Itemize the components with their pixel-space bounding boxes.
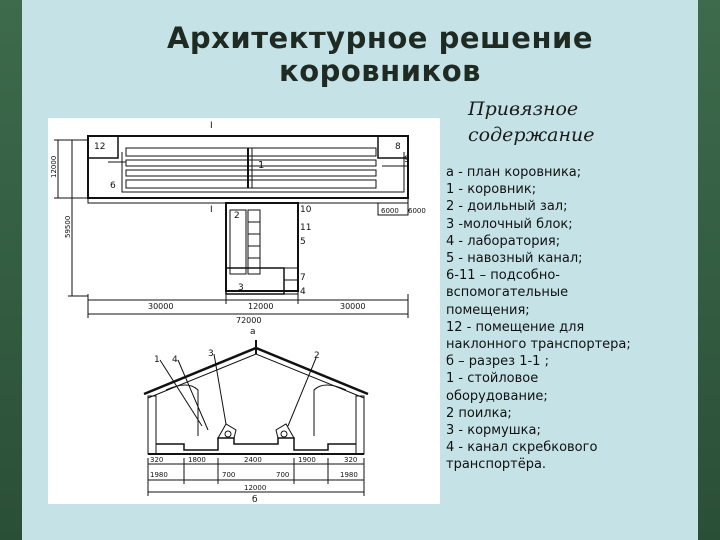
section-dim-1980-right: 1980 [340,471,358,479]
section-dim-320-right: 320 [344,456,357,464]
leader-line-4 [177,359,209,431]
plan-label-5: 5 [300,237,306,247]
plan-label-2: 2 [234,211,240,221]
legend-line: 1 - стойловое [446,371,539,387]
section-drinker-left [224,430,232,438]
section-floor-profile [156,437,356,451]
barn-plan: 12 8 9 1 6 2 10 11 5 7 3 4 I I 12000 595… [50,121,426,337]
leader-line-2 [287,357,317,427]
room-12-box [87,135,119,159]
legend-line: 5 - навозный канал; [446,251,583,267]
legend-line: 4 - канал скребкового [446,440,598,456]
section-dim-1980-left: 1980 [150,471,168,479]
section-label-3: 3 [208,349,214,359]
plan-label-4: 4 [300,287,306,297]
section-label-4: 4 [172,355,178,365]
plan-dim-59500: 59500 [64,216,72,238]
leader-line-1 [159,359,203,427]
plan-label-12: 12 [94,142,105,152]
left-border-strip [0,0,22,540]
section-dim-12000: 12000 [244,484,266,492]
legend-line: 4 - лаборатория; [446,233,561,249]
plan-label-9: 9 [404,155,410,165]
slide-subtitle: Привязное содержание [468,96,594,148]
legend-line: помещения; [446,302,530,318]
section-wall-left [147,395,157,455]
slide-title-line-2: коровников [279,54,481,88]
plan-section-mark-top: I [210,121,213,131]
plan-section-mark-bottom: I [210,205,213,215]
room-4-box [283,279,299,295]
stall-row-4 [125,179,377,189]
section-stall-right [275,423,295,439]
plan-dim-12000-mid: 12000 [248,302,273,311]
barn-section: 1 3 4 2 320 1800 2400 1900 320 1980 700 … [143,340,369,505]
section-stall-left [217,423,237,439]
plan-label-6: 6 [110,181,116,191]
plan-dim-72000: 72000 [236,316,261,325]
plan-label-8: 8 [395,142,401,152]
legend-text: а - план коровника; 1 - коровник; 2 - до… [446,164,696,474]
plan-label-11: 11 [300,223,311,233]
barn-drawing: 12 8 9 1 6 2 10 11 5 7 3 4 I I 12000 595… [48,118,440,505]
legend-line: 1 - коровник; [446,182,537,198]
plan-label-7: 7 [300,273,306,283]
slide-title: Архитектурное решение коровников [140,22,620,88]
legend-line: б – разрез 1-1 ; [446,354,549,370]
legend-line: 2 поилка; [446,405,512,421]
section-dim-320-left: 320 [150,456,163,464]
right-border-strip [698,0,720,540]
legend-line: наклонного транспортера; [446,337,631,353]
plan-dim-30000-right: 30000 [340,302,365,311]
plan-dim-6000-b: 6000 [408,207,426,215]
milking-hall-box [229,209,247,275]
milking-block [225,202,299,292]
plan-dim-6000-a: 6000 [381,207,399,215]
section-wall-right [355,395,365,455]
section-truss-left [165,384,199,436]
plan-label-1: 1 [258,160,264,171]
stall-row-2 [125,159,377,167]
manure-channel-loop [121,152,405,193]
section-dim-700-left: 700 [222,471,235,479]
plan-dim-30000-left: 30000 [148,302,173,311]
plan-label-10: 10 [300,205,312,215]
legend-line: 3 - кормушка; [446,423,541,439]
slide-title-line-1: Архитектурное решение [166,21,593,55]
legend-line: 2 - доильный зал; [446,199,568,215]
legend-line: 12 - помещение для [446,319,585,335]
section-label-1: 1 [154,355,160,365]
section-truss-right [313,384,347,436]
plan-caption: а [250,327,256,337]
section-dim-700-right: 700 [276,471,289,479]
legend-line: оборудование; [446,388,548,404]
stall-row-3 [125,169,377,177]
legend-line: вспомогательные [446,285,569,301]
section-dim-1800: 1800 [188,456,206,464]
section-dim-1900: 1900 [298,456,316,464]
milking-stalls [247,209,261,275]
legend-line: 6-11 – подсобно- [446,268,560,284]
slide-subtitle-line-1: Привязное [468,98,579,120]
legend-line: 3 -молочный блок; [446,216,573,232]
legend-line: транспортёра. [446,457,547,473]
section-dim-2400: 2400 [244,456,262,464]
stall-row-1 [125,147,377,157]
legend-line: а - план коровника; [446,165,582,180]
lab-box [283,267,299,281]
barn-drawing-svg: 12 8 9 1 6 2 10 11 5 7 3 4 I I 12000 595… [50,121,426,505]
plan-dim-12000-left: 12000 [50,156,58,178]
section-drinker-right [280,430,288,438]
room-8-box [377,135,409,159]
leader-line-3 [213,353,227,425]
section-caption: б [252,495,258,504]
section-label-2: 2 [314,351,320,361]
dim-box-right [377,202,409,216]
slide-subtitle-line-2: содержание [468,124,595,146]
plan-label-3: 3 [238,283,244,293]
